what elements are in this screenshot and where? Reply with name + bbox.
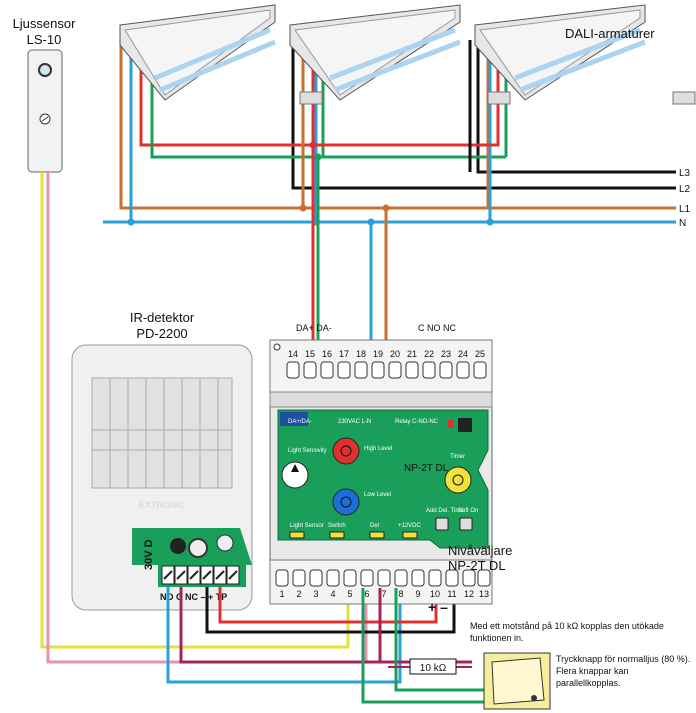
controller-supply-wires — [311, 145, 388, 345]
resistor-value: 10 kΩ — [420, 663, 447, 674]
bottom-terminal: 1 — [279, 589, 284, 599]
bottom-terminal: 5 — [347, 589, 352, 599]
top-terminals — [273, 343, 487, 379]
top-terminal: 21 — [407, 349, 417, 359]
ir-rating: 30V D — [143, 539, 155, 570]
top-terminal: 20 — [390, 349, 400, 359]
bottom-terminals — [275, 569, 491, 587]
board-switch-label: Switch — [328, 523, 346, 529]
bottom-terminal: 13 — [479, 589, 489, 599]
light-sensor-model: LS-10 — [27, 32, 62, 47]
bottom-terminal: 11 — [447, 589, 456, 599]
board-model: NP-2T DL — [404, 463, 449, 474]
top-terminal: 19 — [373, 349, 383, 359]
board-add-label: Add Del. Time — [426, 508, 464, 514]
board-del-label: Del — [370, 523, 379, 529]
ir-detector-title: IR-detektor — [130, 310, 195, 325]
top-terminal: 25 — [475, 349, 485, 359]
luminaires-title: DALI-armaturer — [565, 26, 655, 41]
label-n: N — [679, 218, 686, 229]
light-sensor-title: Ljussensor — [13, 16, 77, 31]
bottom-terminal: 7 — [381, 589, 386, 599]
top-terminal: 18 — [356, 349, 366, 359]
ir-detector: EXTRONIC 30V D NO C NC – + TP — [71, 344, 253, 611]
board-supply-label: 230VAC L-N — [338, 419, 371, 425]
bottom-terminal: 10 — [430, 589, 440, 599]
label-l1: L1 — [679, 204, 691, 215]
ir-wires — [166, 587, 456, 684]
light-sensor — [27, 49, 63, 173]
top-terminal: 15 — [305, 349, 315, 359]
line-l2 — [291, 28, 676, 190]
resistor-note: Med ett motstånd på 10 kΩ kopplas den ut… — [470, 621, 664, 643]
controller-title: Nivåväljare — [448, 543, 512, 558]
polarity-label: + – — [428, 599, 448, 615]
luminaire-3 — [474, 4, 696, 105]
line-l3 — [476, 28, 676, 174]
bottom-terminal: 4 — [330, 589, 335, 599]
bottom-terminal: 8 — [398, 589, 403, 599]
bottom-terminal: 3 — [313, 589, 318, 599]
board-relay-label: Relay C-NO-NC — [395, 419, 439, 425]
bottom-terminal: 12 — [464, 589, 474, 599]
knob-low-level: Low Level — [364, 492, 391, 498]
bottom-terminal: 6 — [364, 589, 369, 599]
line-l3-inner — [480, 28, 676, 171]
ir-terminal-labels: NO C NC – + TP — [160, 592, 227, 602]
label-l3: L3 — [679, 168, 691, 179]
top-terminal: 24 — [458, 349, 468, 359]
push-button — [483, 652, 551, 710]
label-l2: L2 — [679, 184, 691, 195]
board-soft-label: Soft On — [458, 508, 478, 514]
top-terminal: 22 — [424, 349, 434, 359]
knob-light-sensivity: Light Sensivity — [288, 448, 327, 454]
dali-terminal-label: DA+ DA- — [296, 323, 332, 333]
push-button-note: Tryckknapp för normalljus (80 %). Flera … — [556, 654, 691, 688]
top-terminal: 16 — [322, 349, 332, 359]
top-terminal: 14 — [288, 349, 298, 359]
top-terminal: 23 — [441, 349, 451, 359]
junction-dots — [127, 141, 494, 226]
board-sensor-label: Light Sensor — [290, 523, 324, 529]
circuit-board: DA+/DA- 230VAC L-N Relay C-NO-NC NP-2T D… — [277, 409, 489, 549]
sensor-wire-yellow — [40, 172, 350, 649]
ir-detector-model: PD-2200 — [136, 326, 187, 341]
resistor: 10 kΩ — [409, 658, 457, 675]
button-wires — [361, 588, 486, 704]
controller: 14 15 16 17 18 19 20 21 22 23 24 25 DA+ … — [269, 323, 493, 605]
luminaire-1 — [119, 4, 323, 105]
board-dali-label: DA+/DA- — [288, 419, 312, 425]
relay-terminal-label: C NO NC — [418, 323, 457, 333]
bottom-terminal: 2 — [296, 589, 301, 599]
bottom-terminal: 9 — [415, 589, 420, 599]
controller-model: NP-2T DL — [448, 558, 506, 573]
knob-timer: Timer — [450, 454, 465, 460]
ir-brand: EXTRONIC — [139, 500, 186, 510]
board-12v-label: +12VDC — [398, 523, 422, 529]
luminaire-2 — [289, 4, 511, 105]
top-terminal: 17 — [339, 349, 349, 359]
knob-high-level: High Level — [364, 446, 392, 452]
